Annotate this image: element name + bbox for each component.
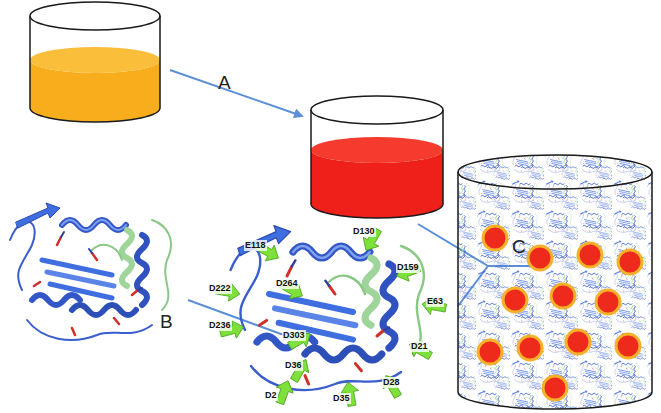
step-letter: A [218,72,231,94]
red-particle [543,376,567,400]
residue-label: D159 [396,262,420,273]
residue-label: E118 [244,240,267,251]
red-particle [518,336,542,360]
residue-label: E63 [426,296,444,307]
residue-label: D303 [282,330,306,341]
residue-label: D264 [275,278,299,289]
red-particle [478,340,502,364]
residue-arrow [394,259,423,284]
red-particle [483,226,507,250]
red-particle [618,250,642,274]
residue-label: D2 [264,390,278,401]
red-particle [551,284,575,308]
red-particle [596,290,620,314]
step-letter: B [160,311,173,333]
step-letter: C [512,236,526,258]
residue-arrow [421,295,448,317]
red-particle [503,288,527,312]
residue-label: D36 [284,360,303,371]
residue-arrow [378,371,406,401]
red-particle [616,334,640,358]
red-particle [566,330,590,354]
residue-label: D35 [332,393,351,404]
red-particle [578,243,602,267]
residue-label: D28 [382,377,401,388]
residue-label: D236 [208,320,232,331]
residue-label: D21 [410,341,429,352]
residue-label: D222 [208,283,232,294]
residue-label: D130 [352,226,376,237]
red-particle [528,246,552,270]
residue-arrow [405,336,435,364]
